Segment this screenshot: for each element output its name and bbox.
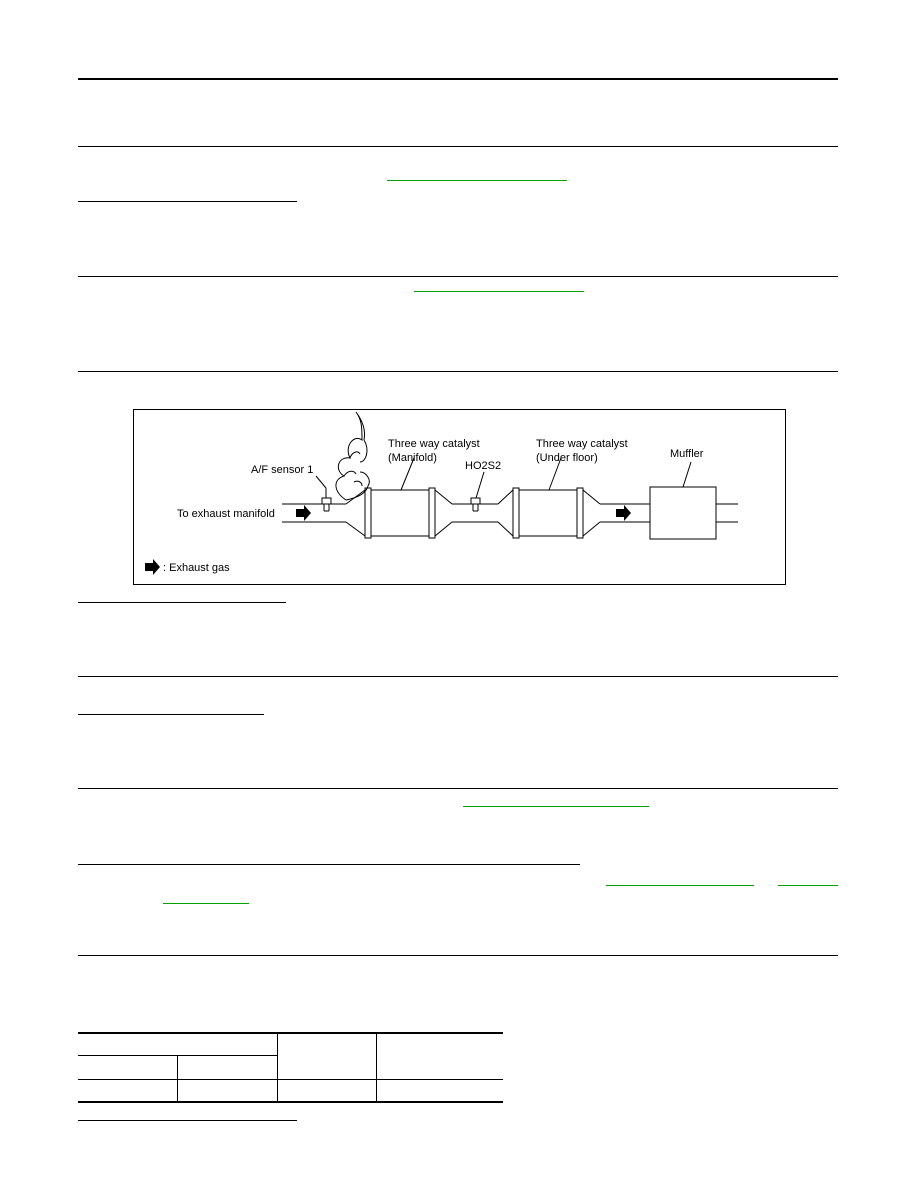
section-rule-4 bbox=[78, 676, 838, 677]
section-rule-6 bbox=[78, 955, 838, 956]
reference-link-5-continued[interactable] bbox=[163, 903, 249, 904]
step-heading-underline-1 bbox=[78, 201, 297, 202]
step-heading-underline-3 bbox=[78, 714, 264, 715]
table-column-divider-3 bbox=[376, 1032, 377, 1102]
table-top-border bbox=[78, 1032, 503, 1034]
specification-table bbox=[78, 1032, 503, 1103]
section-rule-1 bbox=[78, 146, 838, 147]
label-catalyst-manifold-1: Three way catalyst bbox=[388, 438, 480, 450]
reference-link-3[interactable] bbox=[463, 806, 649, 807]
label-muffler: Muffler bbox=[670, 448, 704, 460]
reference-link-4[interactable] bbox=[606, 885, 754, 886]
table-column-divider-2 bbox=[277, 1032, 278, 1102]
table-bottom-border bbox=[78, 1101, 503, 1103]
step-heading-underline-4 bbox=[78, 864, 580, 865]
reference-link-2[interactable] bbox=[414, 291, 584, 292]
af-sensor-1 bbox=[315, 475, 332, 512]
right-arrow-icon bbox=[616, 505, 631, 521]
section-rule-2 bbox=[78, 276, 838, 277]
ho2s2-sensor bbox=[470, 471, 485, 512]
table-header-bottom-border bbox=[78, 1079, 503, 1080]
section-rule-5 bbox=[78, 788, 838, 789]
smoke-cloud-icon bbox=[335, 411, 370, 501]
reference-link-1[interactable] bbox=[387, 180, 567, 181]
label-catalyst-underfloor-2: (Under floor) bbox=[536, 452, 598, 464]
section-rule-3 bbox=[78, 371, 838, 372]
right-arrow-icon bbox=[145, 559, 160, 575]
step-heading-underline-5 bbox=[78, 1120, 297, 1121]
legend-exhaust-gas: : Exhaust gas bbox=[163, 562, 230, 574]
label-ho2s2: HO2S2 bbox=[465, 460, 501, 472]
step-heading-underline-2 bbox=[78, 602, 286, 603]
label-af-sensor-1: A/F sensor 1 bbox=[251, 464, 313, 476]
right-arrow-icon bbox=[296, 505, 311, 521]
label-to-exhaust-manifold: To exhaust manifold bbox=[177, 508, 275, 520]
label-catalyst-underfloor-1: Three way catalyst bbox=[536, 438, 628, 450]
exhaust-system-diagram: A/F sensor 1 Three way catalyst (Manifol… bbox=[133, 409, 786, 585]
reference-link-5[interactable] bbox=[778, 885, 838, 886]
header-rule bbox=[78, 78, 838, 80]
label-catalyst-manifold-2: (Manifold) bbox=[388, 452, 437, 464]
table-column-divider-1 bbox=[177, 1055, 178, 1102]
